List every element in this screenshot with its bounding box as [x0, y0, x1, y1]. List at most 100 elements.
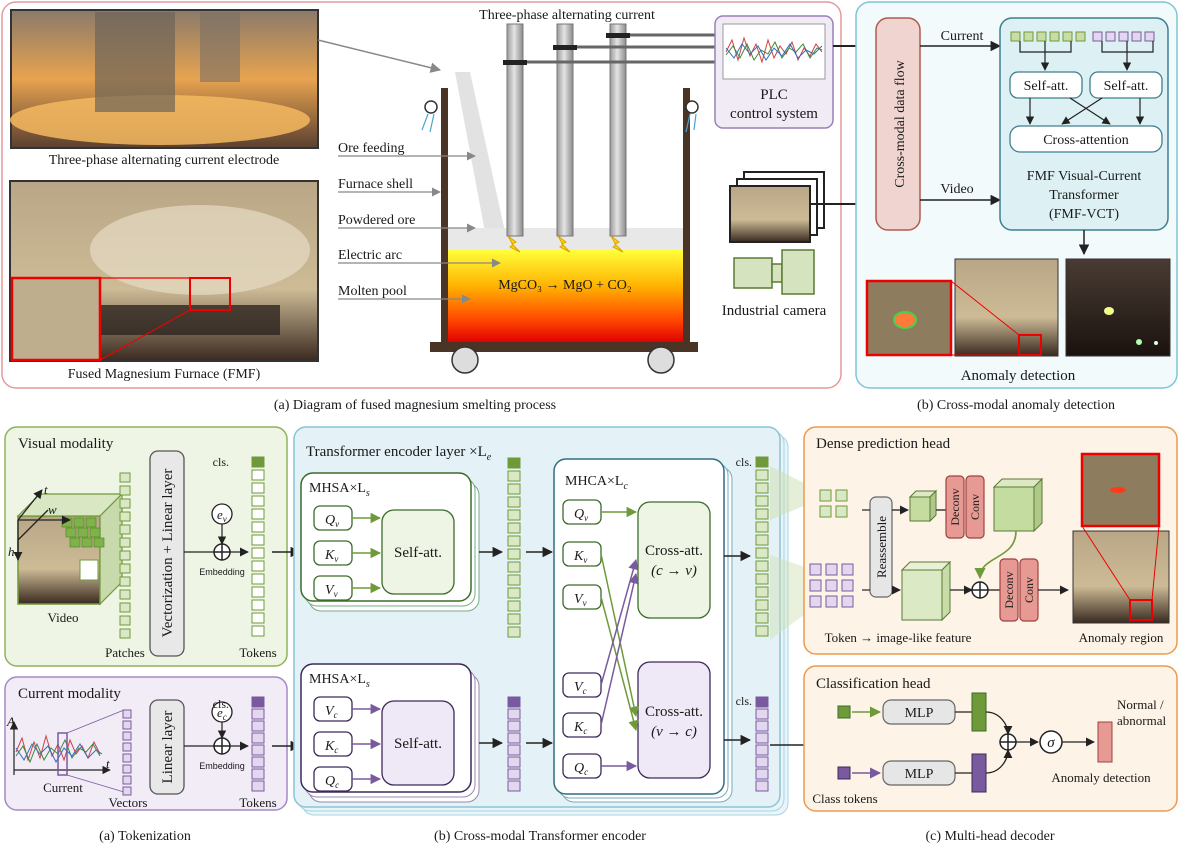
token-row-purple	[1092, 31, 1155, 42]
feature-cube-medium	[992, 477, 1044, 533]
token-row-green	[1010, 31, 1086, 42]
conv-label-top: Conv	[968, 494, 982, 520]
token-cell	[755, 534, 769, 546]
vector-cell	[122, 753, 132, 763]
anomaly-result-image	[1072, 525, 1170, 624]
token-cell	[507, 600, 521, 612]
token-cell	[251, 599, 265, 611]
crossatt-cv-block	[637, 501, 711, 619]
token-cell	[251, 534, 265, 546]
label-furnace-shell: Furnace shell	[338, 177, 413, 192]
class-tokens-label: Class tokens	[812, 791, 877, 806]
grid-cell	[841, 563, 854, 576]
current-label: Current	[941, 29, 984, 44]
token-cell	[251, 469, 265, 481]
vector-column	[122, 709, 132, 796]
fmf-vct-label-1: FMF Visual-Current	[1027, 169, 1142, 184]
patch-cell	[119, 550, 131, 561]
token-cell	[251, 456, 265, 468]
crossmodal-flow-box	[875, 17, 921, 231]
token-cell	[755, 599, 769, 611]
output-bar	[1097, 721, 1113, 763]
token-cell	[251, 508, 265, 520]
deconv-label-bottom: Deconv	[1002, 571, 1016, 608]
vectors-label: Vectors	[109, 795, 148, 810]
grid-cell	[809, 579, 822, 592]
video-frames	[729, 171, 825, 243]
patch-cell	[119, 511, 131, 522]
encoder-visual-tokens-2	[755, 456, 769, 637]
plc-control-system	[714, 15, 834, 129]
vector-cell	[122, 786, 132, 796]
ev-label: ev	[217, 507, 227, 524]
patches-label: Patches	[105, 645, 145, 660]
detection-zoom-image	[865, 279, 953, 357]
cls-label-visual: cls.	[213, 455, 229, 469]
grid-cell	[835, 489, 848, 502]
token-cell	[507, 457, 521, 469]
patch-cell	[119, 472, 131, 483]
video-cube	[16, 492, 124, 606]
patch-cell	[119, 576, 131, 587]
mlp-label-bottom: MLP	[905, 767, 934, 782]
current-label-bottom: Current	[43, 780, 83, 795]
three-phase-label: Three-phase alternating current	[479, 8, 655, 23]
patch-cell	[119, 537, 131, 548]
label-powdered-ore: Powdered ore	[338, 213, 415, 228]
crossatt-vc-label: Cross-att.	[645, 704, 703, 720]
token-cell	[507, 522, 521, 534]
patch-cell	[119, 563, 131, 574]
patch-cell	[119, 628, 131, 639]
current-token-column	[251, 696, 265, 792]
token-cell	[507, 756, 521, 768]
panel-visual-modality	[4, 426, 288, 667]
token-feature-label: Token → image-like feature	[825, 630, 972, 645]
mlp-label-top: MLP	[905, 706, 934, 721]
anomaly-zoom-image	[1080, 452, 1161, 528]
photo-to-furnace-arrow	[317, 39, 442, 73]
token-cell	[507, 509, 521, 521]
token-cell	[251, 720, 265, 732]
selfatt-label-left: Self-att.	[1024, 79, 1069, 94]
grid-cell	[841, 579, 854, 592]
axis-w-label: w	[48, 502, 57, 517]
fmf-photo	[9, 180, 319, 362]
qkv-visual: Qv Kv Vv	[313, 505, 353, 601]
token-cell	[251, 482, 265, 494]
mlp-output-green	[971, 692, 987, 732]
electrode-photo	[10, 9, 319, 149]
feature-cube-large	[900, 560, 952, 622]
selfatt-box-right	[1089, 71, 1163, 99]
crossmodal-flow-label: Cross-modal data flow	[893, 59, 908, 187]
tokens-label-visual: Tokens	[239, 645, 276, 660]
caption-top-a: (a) Diagram of fused magnesium smelting …	[274, 398, 556, 413]
dense-token-grid-small	[819, 489, 848, 518]
encoder-visual-tokens-1	[507, 457, 521, 638]
crossattention-box	[1009, 125, 1163, 153]
selfatt-current-block	[381, 700, 455, 786]
anomaly-detection-label-top: Anomaly detection	[961, 368, 1076, 384]
vector-cell	[122, 731, 132, 741]
vectorization-label: Vectorization + Linear layer	[160, 469, 176, 638]
qkv-current: Vc Kc Qc	[313, 696, 353, 792]
token-cell	[755, 560, 769, 572]
token-cell	[507, 587, 521, 599]
grid-cell	[825, 579, 838, 592]
token-cell	[251, 612, 265, 624]
label-electric-arc: Electric arc	[338, 248, 402, 263]
selfatt-visual-block	[381, 509, 455, 595]
token-cell	[507, 720, 521, 732]
photo-caption-electrode: Three-phase alternating current electrod…	[49, 153, 279, 168]
caption-bottom-a: (a) Tokenization	[99, 829, 191, 844]
grid-cell	[819, 505, 832, 518]
token-cell	[251, 625, 265, 637]
token-cell	[755, 547, 769, 559]
patch-column	[119, 472, 131, 639]
token-cell	[755, 482, 769, 494]
sigma-label: σ	[1047, 735, 1055, 751]
deconv-block-top	[945, 475, 965, 539]
token-cell	[251, 696, 265, 708]
vector-cell	[122, 720, 132, 730]
fmf-vct-label-3: (FMF-VCT)	[1049, 207, 1119, 222]
feed-chute	[455, 72, 505, 232]
